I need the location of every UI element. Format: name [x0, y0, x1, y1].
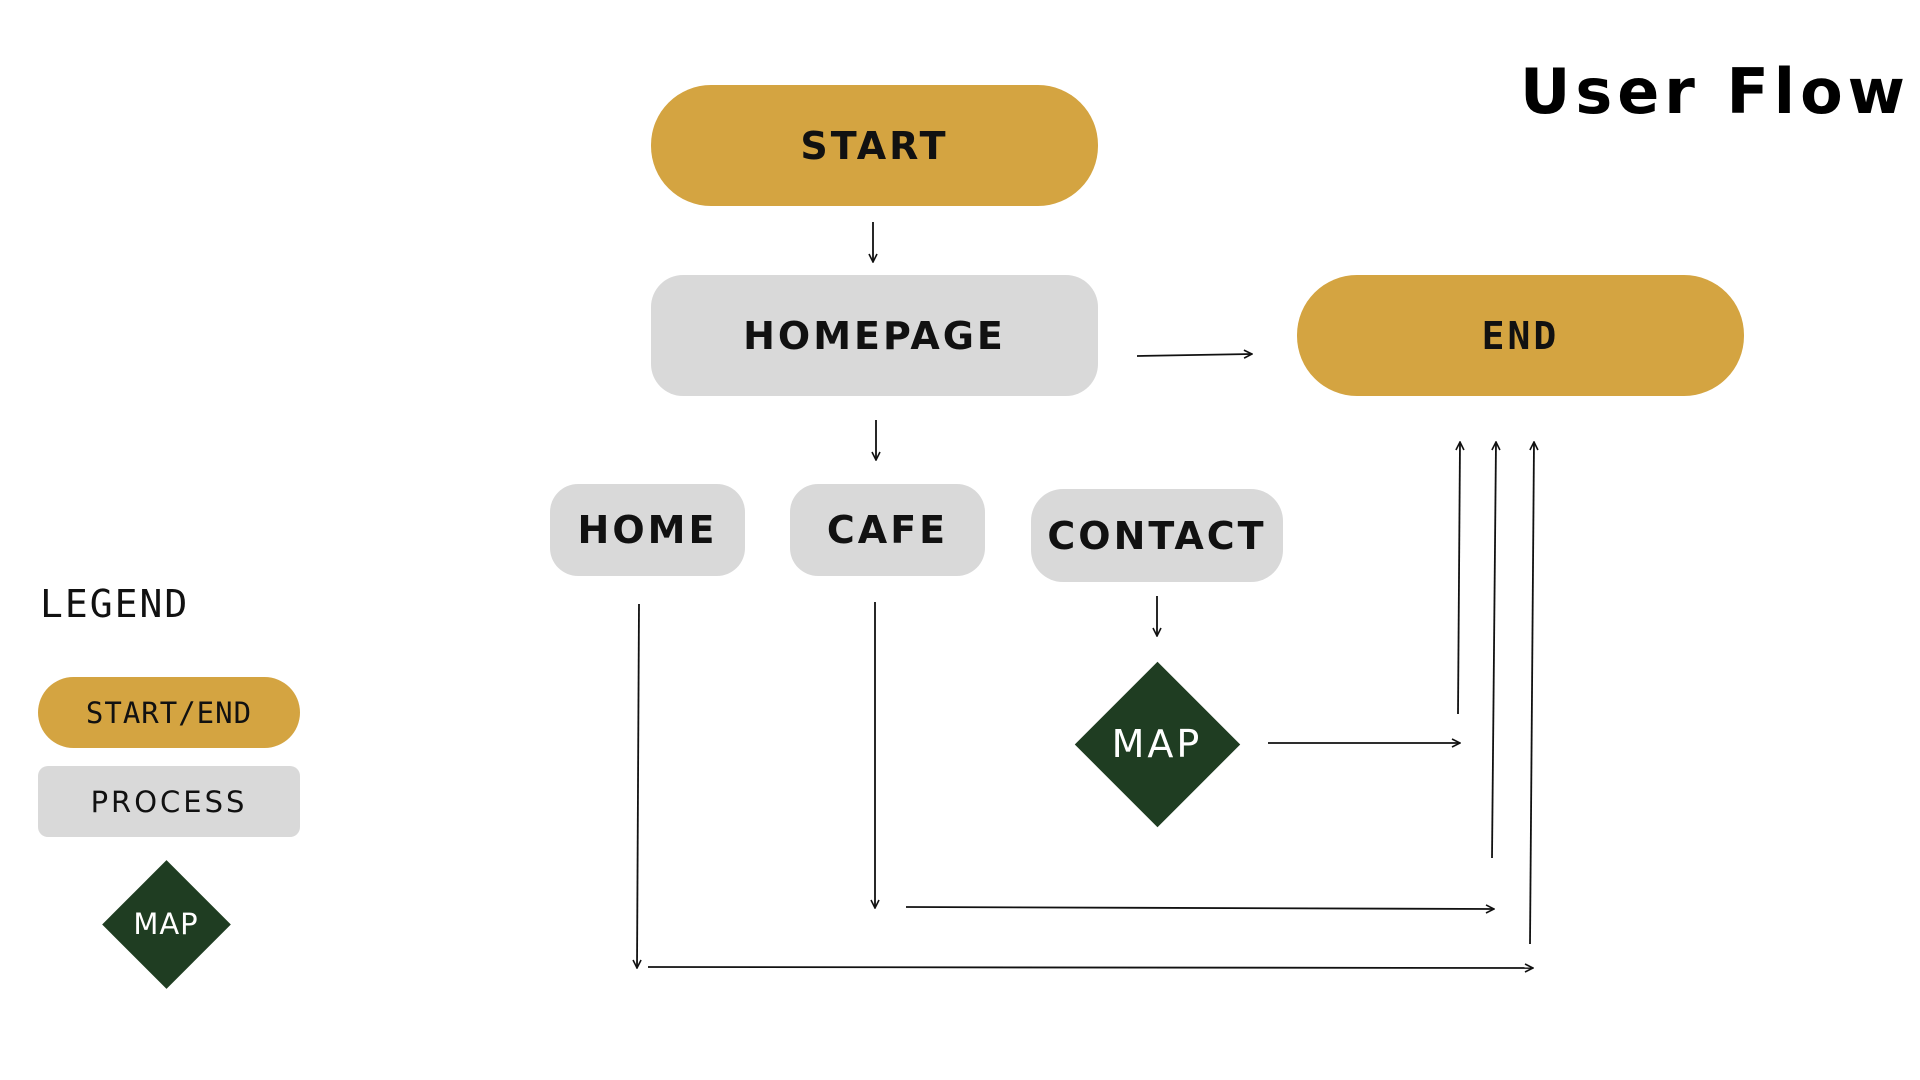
- legend-map: MAP: [101, 859, 231, 989]
- legend-start-end-label: START/END: [85, 695, 253, 730]
- map-node-label: MAP: [1111, 722, 1203, 766]
- arrow-home-right: [647, 967, 1533, 968]
- arrow-home-down: [637, 603, 639, 968]
- arrow-cafe-up-to-end: [1491, 442, 1496, 859]
- arrow-cafe-right: [905, 907, 1494, 909]
- legend-map-label: MAP: [133, 907, 199, 941]
- start-node: START: [651, 85, 1098, 206]
- legend-start-end: START/END: [38, 677, 300, 748]
- cafe-node: CAFE: [790, 484, 985, 576]
- homepage-node: HOMEPAGE: [651, 275, 1098, 396]
- end-node-label: END: [1481, 313, 1560, 358]
- map-decision-node: MAP: [1074, 661, 1240, 827]
- contact-node: CONTACT: [1031, 489, 1283, 582]
- cafe-node-label: CAFE: [826, 508, 949, 552]
- legend-title: LEGEND: [40, 582, 190, 626]
- arrow-map-up-to-end: [1458, 442, 1460, 715]
- homepage-node-label: HOMEPAGE: [743, 313, 1006, 358]
- legend-process-label: PROCESS: [90, 784, 248, 819]
- home-node: HOME: [550, 484, 745, 576]
- home-node-label: HOME: [577, 508, 718, 552]
- contact-node-label: CONTACT: [1047, 513, 1267, 558]
- start-node-label: START: [800, 123, 949, 168]
- diagram-title: User Flow: [1520, 55, 1910, 128]
- legend-process: PROCESS: [38, 766, 300, 837]
- arrow-home-up-to-end: [1529, 442, 1534, 945]
- end-node: END: [1297, 275, 1744, 396]
- arrow-homepage-to-end: [1136, 354, 1252, 356]
